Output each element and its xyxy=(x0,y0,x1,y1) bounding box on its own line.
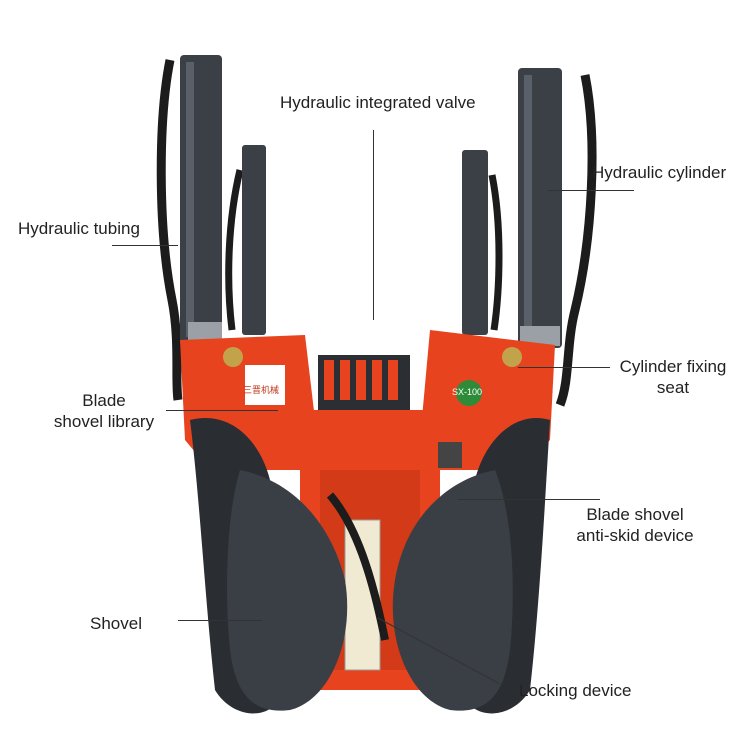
label-cylinder-fixing-seat-line1: Cylinder fixing xyxy=(619,357,727,376)
leader-hydraulic-valve xyxy=(373,130,374,320)
label-blade-shovel-library: Blade shovel library xyxy=(48,390,160,432)
label-anti-skid-line2: anti-skid device xyxy=(576,526,694,545)
label-shovel: Shovel xyxy=(90,614,142,633)
label-blade-shovel-library-line1: Blade xyxy=(82,391,126,410)
right-hydraulic-hose xyxy=(555,74,597,407)
left-inner-hose xyxy=(225,169,244,331)
center-hose xyxy=(326,492,389,641)
leader-blade-shovel-library xyxy=(166,410,278,411)
leader-hydraulic-tubing xyxy=(112,245,178,246)
label-hydraulic-integrated-valve: Hydraulic integrated valve xyxy=(280,93,476,112)
right-badge-mark: SX-100 xyxy=(452,387,483,397)
label-blade-shovel-library-line2: shovel library xyxy=(53,412,155,431)
right-inner-hose xyxy=(488,174,503,331)
label-anti-skid-line1: Blade shovel xyxy=(586,505,684,524)
left-inner-cylinder xyxy=(242,145,266,335)
left-plate-mark: 三晋机械 xyxy=(243,385,280,395)
label-cylinder-fixing-seat-line2: seat xyxy=(656,378,690,397)
label-blade-shovel-anti-skid: Blade shovel anti-skid device xyxy=(568,504,702,546)
leader-anti-skid xyxy=(458,499,600,500)
label-hydraulic-cylinder: Hydraulic cylinder xyxy=(592,163,727,182)
left-hydraulic-hose xyxy=(156,59,183,401)
leader-cylinder-fixing-seat xyxy=(518,367,610,368)
label-cylinder-fixing-seat: Cylinder fixing seat xyxy=(613,356,733,398)
label-locking-device: Locking device xyxy=(519,681,632,700)
label-hydraulic-tubing: Hydraulic tubing xyxy=(18,219,140,238)
right-inner-cylinder xyxy=(462,150,488,335)
right-shovel-blade xyxy=(392,470,513,711)
leader-shovel xyxy=(178,620,262,621)
leader-hydraulic-cylinder xyxy=(548,190,634,191)
left-shovel-blade xyxy=(227,470,348,711)
